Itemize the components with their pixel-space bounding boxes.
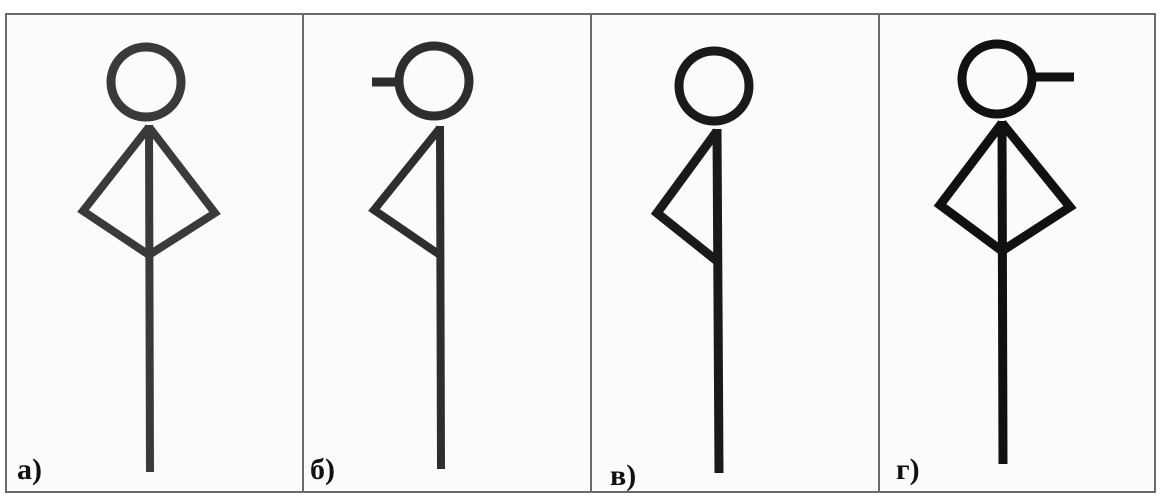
figure-b-drawing xyxy=(368,41,474,470)
figure-v-head xyxy=(674,46,754,126)
panel-a-label: а) xyxy=(17,453,42,486)
figure-v-body xyxy=(712,128,724,474)
panel-g-label: г) xyxy=(896,453,920,486)
figure-a-drawing xyxy=(77,42,221,473)
panel-v: в) xyxy=(590,13,878,493)
figure-g-arms xyxy=(933,120,1077,257)
panel-g: г) xyxy=(878,13,1156,493)
figure-v-drawing xyxy=(650,46,754,474)
figure-g-drawing xyxy=(933,39,1077,465)
panel-b: б) xyxy=(302,13,590,493)
figure-b-arm xyxy=(368,125,444,259)
panel-b-label: б) xyxy=(310,453,335,486)
panel-v-label: в) xyxy=(610,459,637,492)
figure-a-body xyxy=(145,124,154,473)
figure-b-body xyxy=(436,125,445,470)
figure-a-head xyxy=(106,42,186,122)
figure-a-arms xyxy=(77,124,221,260)
figure-v-arm xyxy=(650,128,721,265)
figure-b-head xyxy=(394,41,474,121)
figure-g-head xyxy=(957,39,1037,119)
panel-a: а) xyxy=(5,13,302,493)
figure-g-body xyxy=(997,120,1008,465)
